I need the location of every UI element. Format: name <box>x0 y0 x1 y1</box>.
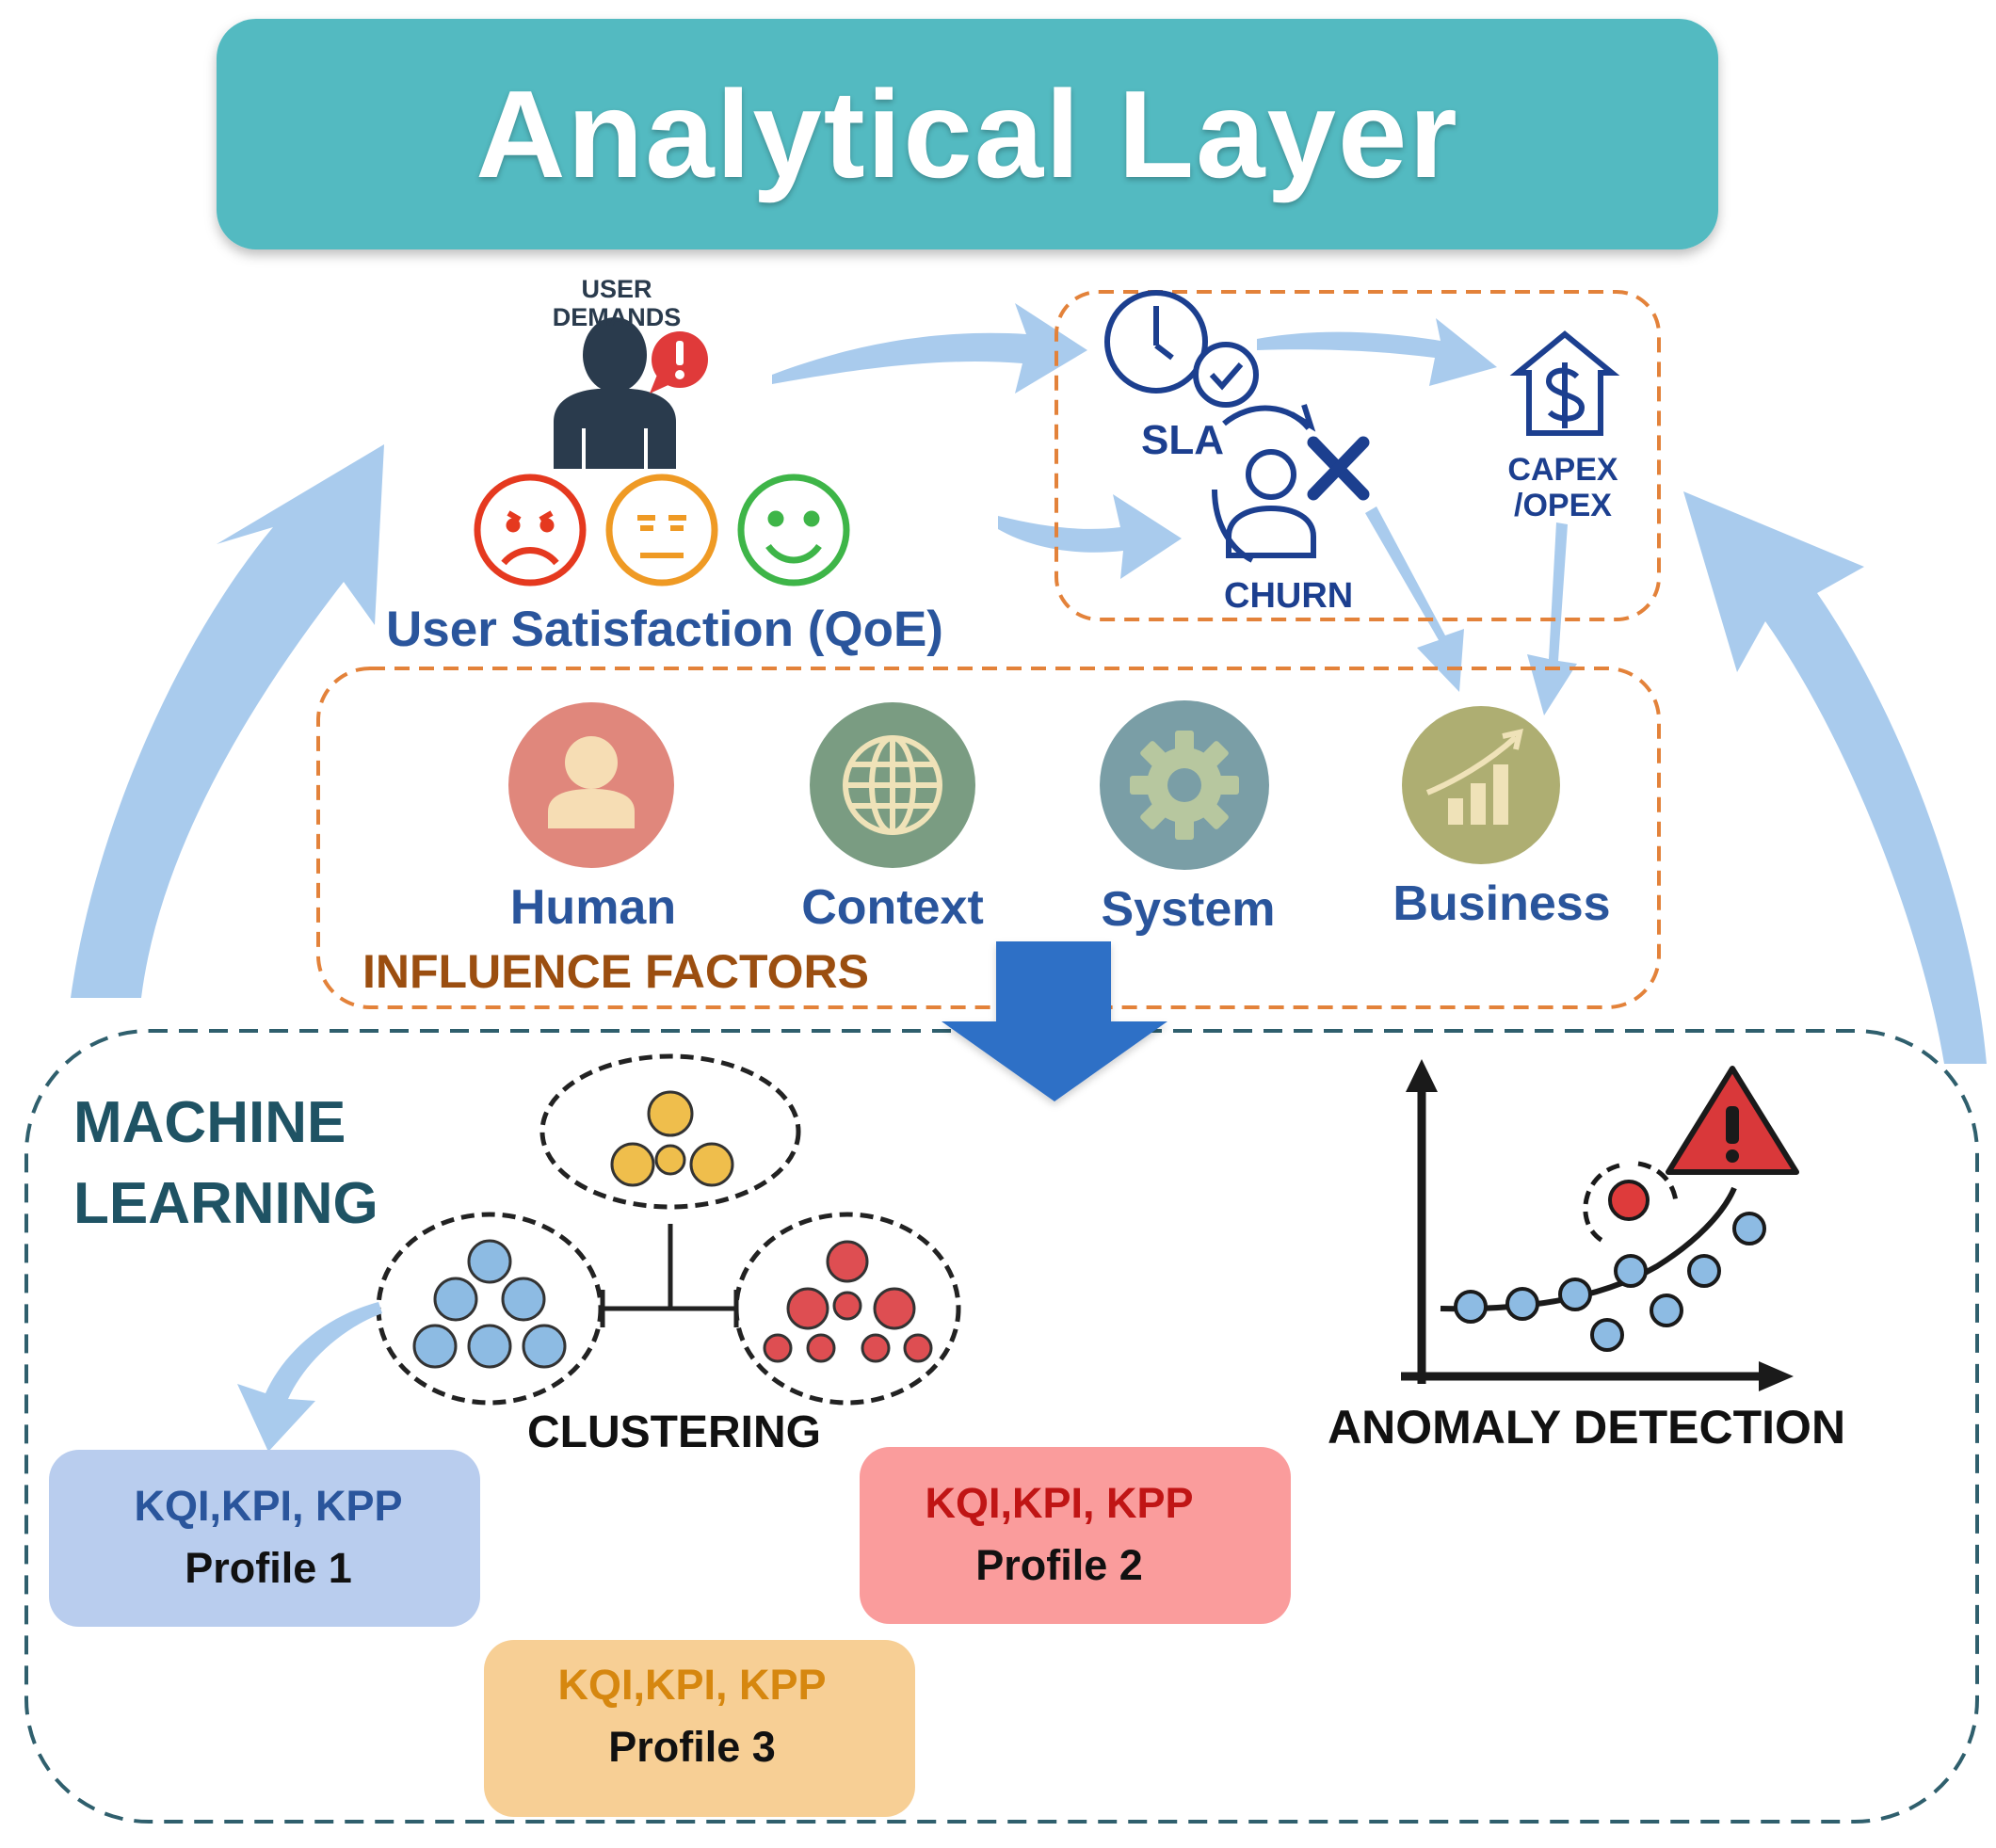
data-point <box>1687 1254 1721 1288</box>
warning-triangle-icon <box>1666 1066 1799 1175</box>
business-growth-icon <box>1402 706 1560 864</box>
cluster-point-yellow <box>647 1090 694 1137</box>
neutral-face-icon <box>605 474 718 587</box>
cluster-point-red <box>763 1333 793 1363</box>
cluster-point-yellow <box>689 1142 734 1187</box>
clustering-diagram <box>376 1053 961 1406</box>
cluster-point-blue <box>412 1324 458 1369</box>
capex-house-icon <box>1509 330 1620 436</box>
human-factor-icon <box>508 702 674 868</box>
churn-icon <box>1212 404 1316 563</box>
cluster-point-red <box>806 1333 836 1363</box>
anomaly-point <box>1608 1180 1650 1221</box>
header-banner <box>217 19 1718 249</box>
alert-bubble-icon <box>650 331 708 394</box>
cluster-point-red <box>832 1291 862 1321</box>
data-point <box>1558 1278 1592 1311</box>
arrow-qoe-to-churn <box>998 494 1182 579</box>
context-globe-icon <box>810 702 975 868</box>
cluster-point-blue <box>467 1324 512 1369</box>
cluster-point-blue <box>522 1324 567 1369</box>
data-point <box>1505 1287 1539 1321</box>
profile-card-3 <box>484 1640 915 1817</box>
happy-face-icon <box>737 474 850 587</box>
arrow-cluster-to-profile1 <box>237 1302 382 1452</box>
right-curved-arrow <box>1683 491 1987 1064</box>
data-point <box>1454 1290 1488 1324</box>
down-arrow <box>942 941 1167 1101</box>
anomaly-chart <box>1401 1059 1794 1391</box>
cluster-point-blue <box>501 1277 546 1322</box>
system-gear-icon <box>1100 700 1269 870</box>
arrow-demands-to-sla <box>772 303 1087 394</box>
cluster-point-yellow <box>610 1142 655 1187</box>
cluster-point-yellow <box>654 1144 686 1176</box>
cluster-point-red <box>873 1287 916 1330</box>
user-icon <box>554 317 676 469</box>
cluster-point-blue <box>467 1239 512 1284</box>
cluster-point-blue <box>433 1277 478 1322</box>
cluster-point-red <box>786 1287 829 1330</box>
influence-factors-box <box>316 667 1661 1009</box>
arrow-churn-to-business <box>1365 506 1464 692</box>
cluster-point-red <box>826 1240 869 1283</box>
cross-icon <box>1307 436 1370 501</box>
data-point <box>1590 1318 1624 1352</box>
data-point <box>1650 1294 1683 1327</box>
profile-card-1 <box>49 1450 480 1627</box>
business-impact-box <box>1054 290 1661 621</box>
data-point <box>1614 1254 1648 1288</box>
data-point <box>1732 1212 1766 1245</box>
cluster-point-red <box>861 1333 891 1363</box>
sad-face-icon <box>474 474 587 587</box>
profile-card-2 <box>860 1447 1291 1624</box>
left-curved-arrow <box>71 444 384 998</box>
sla-clock-icon <box>1104 290 1259 408</box>
cluster-point-red <box>903 1333 933 1363</box>
arrow-sla-to-capex <box>1257 318 1497 386</box>
